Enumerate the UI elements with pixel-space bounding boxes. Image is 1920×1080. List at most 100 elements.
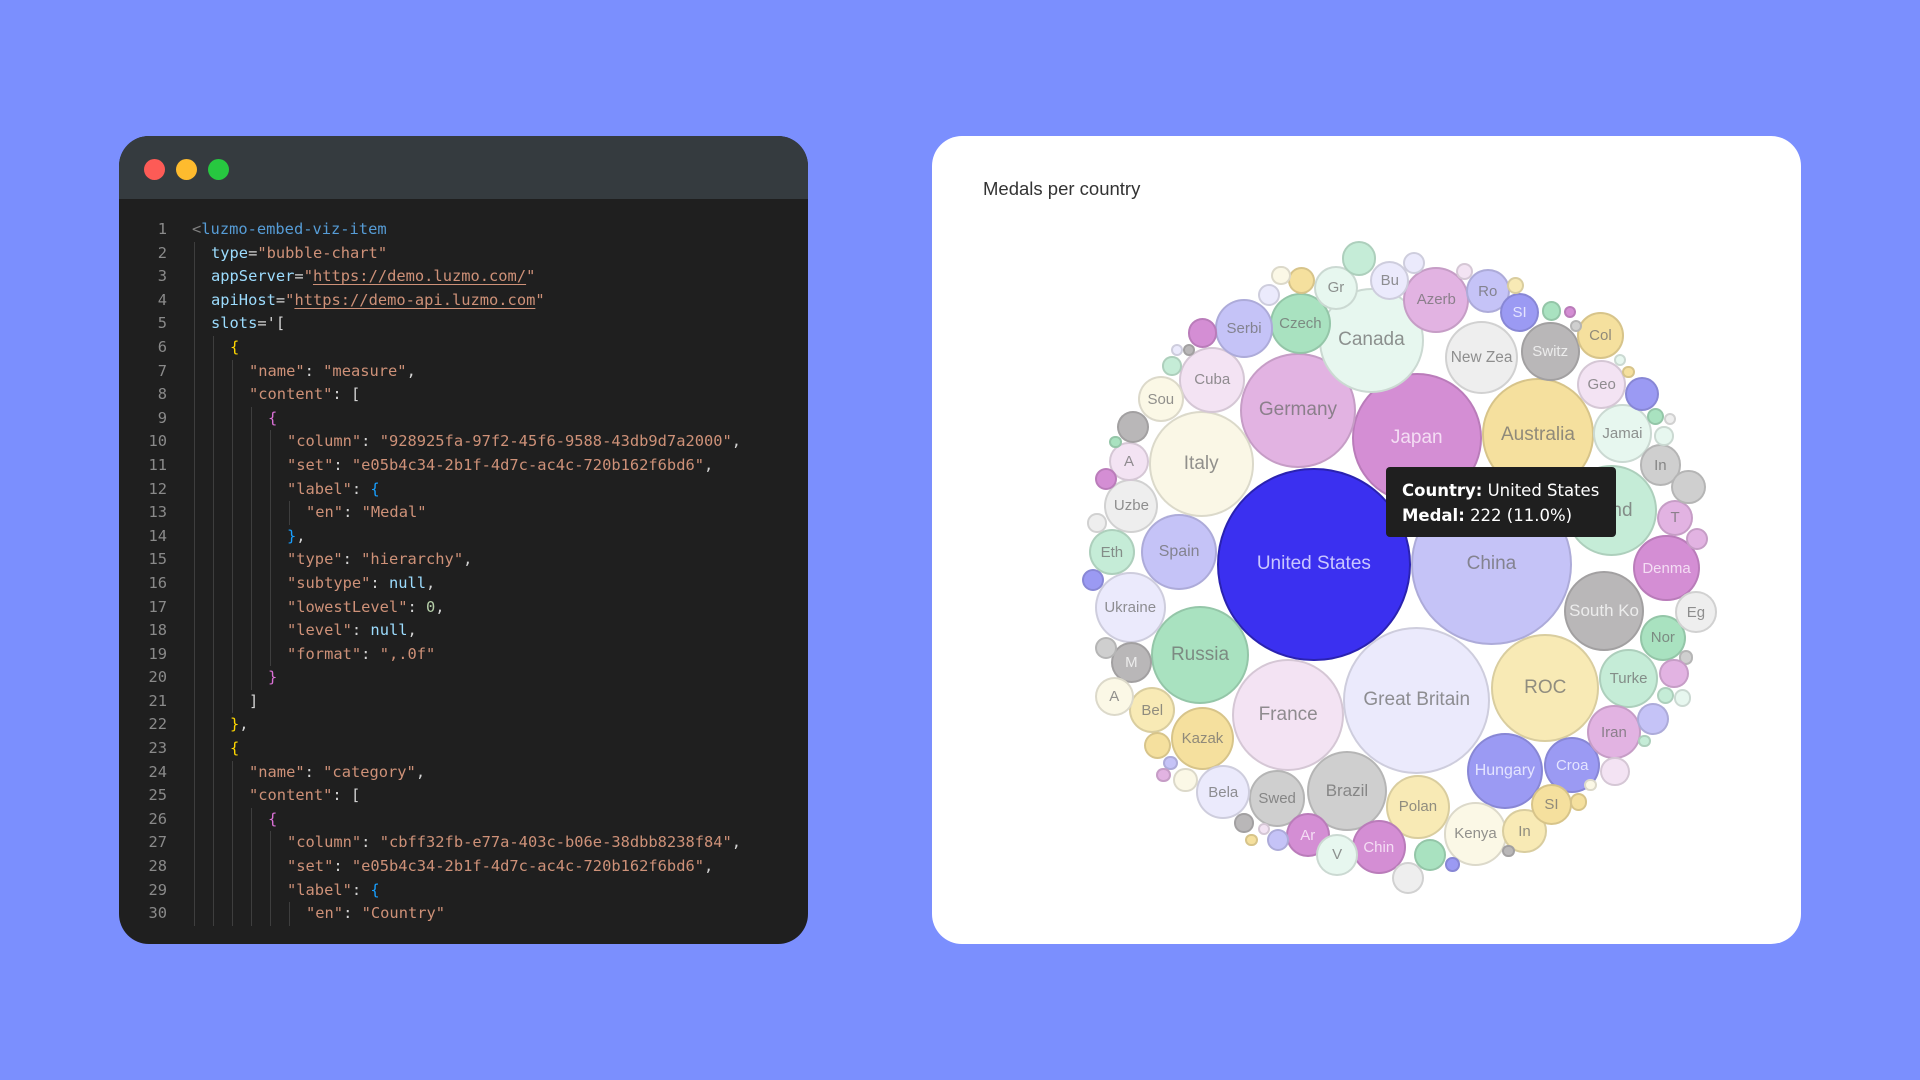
bubble-small[interactable] <box>1342 241 1377 276</box>
bubble-small[interactable] <box>1584 778 1597 791</box>
bubble-t[interactable]: T <box>1656 499 1694 537</box>
bubble-brazil[interactable]: Brazil <box>1306 750 1388 832</box>
indent-guide <box>213 501 214 525</box>
line-number: 5 <box>157 314 167 333</box>
bubble-small[interactable] <box>1116 411 1149 444</box>
bubble-iran[interactable]: Iran <box>1586 705 1641 760</box>
bubble-geo[interactable]: Geo <box>1577 360 1627 409</box>
bubble-italy[interactable]: Italy <box>1148 411 1254 517</box>
bubble-label: South Ko <box>1569 601 1639 621</box>
bubble-small[interactable] <box>1094 467 1117 490</box>
bubble-small[interactable] <box>1173 767 1198 793</box>
bubble-small[interactable] <box>1646 407 1665 425</box>
bubble-small[interactable] <box>1143 732 1171 760</box>
bubble-bela[interactable]: Bela <box>1196 765 1251 820</box>
bubble-france[interactable]: France <box>1231 658 1345 772</box>
bubble-small[interactable] <box>1414 838 1447 871</box>
bubble-uzbe[interactable]: Uzbe <box>1104 478 1159 533</box>
bubble-small[interactable] <box>1541 301 1562 321</box>
bubble-small[interactable] <box>1656 686 1674 705</box>
bubble-small[interactable] <box>1155 767 1171 783</box>
bubble-spain[interactable]: Spain <box>1141 514 1218 591</box>
bubble-great-britain[interactable]: Great Britain <box>1343 626 1491 774</box>
bubble-m[interactable]: M <box>1110 641 1153 684</box>
bubble-small[interactable] <box>1288 266 1316 294</box>
bubble-ukraine[interactable]: Ukraine <box>1094 571 1166 643</box>
bubble-small[interactable] <box>1622 366 1635 379</box>
bubble-small[interactable] <box>1563 306 1576 319</box>
bubble-switz[interactable]: Switz <box>1520 322 1580 381</box>
bubble-serbi[interactable]: Serbi <box>1214 298 1274 358</box>
bubble-small[interactable] <box>1392 862 1425 894</box>
bubble-bel[interactable]: Bel <box>1128 686 1176 734</box>
bubble-small[interactable] <box>1600 756 1630 787</box>
bubble-small[interactable] <box>1187 318 1218 348</box>
bubble-small[interactable] <box>1502 844 1515 858</box>
bubble-japan[interactable]: Japan <box>1351 373 1482 504</box>
bubble-united-states[interactable]: United States <box>1217 467 1411 662</box>
bubble-si[interactable]: SI <box>1500 292 1540 332</box>
bubble-south-ko[interactable]: South Ko <box>1563 570 1645 652</box>
bubble-small[interactable] <box>1659 658 1689 689</box>
bubble-roc[interactable]: ROC <box>1491 634 1600 743</box>
indent-guide <box>194 453 195 478</box>
bubble-small[interactable] <box>1613 353 1627 367</box>
bubble-eth[interactable]: Eth <box>1088 528 1136 576</box>
bubble-small[interactable] <box>1271 265 1291 286</box>
bubble-sou[interactable]: Sou <box>1137 375 1185 423</box>
code-line: 25"content": [ <box>119 784 808 808</box>
bubble-small[interactable] <box>1673 689 1692 707</box>
bubble-small[interactable] <box>1082 569 1105 592</box>
bubble-small[interactable] <box>1455 263 1474 281</box>
bubble-small[interactable] <box>1257 822 1270 836</box>
close-window-icon[interactable] <box>144 159 165 180</box>
bubble-turke[interactable]: Turke <box>1599 648 1658 708</box>
bubble-col[interactable]: Col <box>1577 312 1624 359</box>
bubble-small[interactable] <box>1234 813 1254 833</box>
bubble-small[interactable] <box>1403 252 1426 275</box>
bubble-new-zea[interactable]: New Zea <box>1444 320 1519 395</box>
bubble-small[interactable] <box>1245 833 1258 847</box>
indent-guide <box>251 831 252 856</box>
bubble-small[interactable] <box>1671 470 1706 505</box>
indent-guide <box>289 902 290 926</box>
bubble-small[interactable] <box>1094 636 1117 659</box>
bubble-small[interactable] <box>1638 734 1651 747</box>
bubble-eg[interactable]: Eg <box>1675 591 1717 634</box>
bubble-v[interactable]: V <box>1316 833 1358 876</box>
bubble-a[interactable]: A <box>1094 677 1134 717</box>
bubble-small[interactable] <box>1444 857 1460 872</box>
bubble-small[interactable] <box>1569 319 1583 332</box>
bubble-jamai[interactable]: Jamai <box>1593 404 1652 463</box>
bubble-small[interactable] <box>1569 793 1587 811</box>
bubble-small[interactable] <box>1162 356 1182 376</box>
bubble-nor[interactable]: Nor <box>1639 614 1687 662</box>
maximize-window-icon[interactable] <box>208 159 229 180</box>
bubble-small[interactable] <box>1163 755 1178 771</box>
bubble-hungary[interactable]: Hungary <box>1466 733 1543 810</box>
bubble-russia[interactable]: Russia <box>1151 606 1249 705</box>
bubble-kenya[interactable]: Kenya <box>1443 802 1508 866</box>
bubble-small[interactable] <box>1664 412 1677 425</box>
bubble-small[interactable] <box>1087 513 1107 533</box>
bubble-cuba[interactable]: Cuba <box>1179 346 1246 413</box>
minimize-window-icon[interactable] <box>176 159 197 180</box>
bubble-si[interactable]: SI <box>1530 783 1573 826</box>
bubble-azerb[interactable]: Azerb <box>1403 266 1470 334</box>
bubble-small[interactable] <box>1686 527 1709 550</box>
bubble-small[interactable] <box>1109 435 1122 449</box>
indent-guide <box>270 453 271 478</box>
bubble-small[interactable] <box>1182 344 1196 357</box>
bubble-small[interactable] <box>1257 284 1280 307</box>
code-text: "column": "cbff32fb-e77a-403c-b06e-38dbb… <box>287 833 742 852</box>
bubble-bu[interactable]: Bu <box>1370 260 1410 300</box>
bubble-small[interactable] <box>1637 702 1669 735</box>
bubble-small[interactable] <box>1170 344 1183 357</box>
bubble-small[interactable] <box>1654 426 1674 446</box>
bubble-small[interactable] <box>1507 276 1525 294</box>
bubble-small[interactable] <box>1624 377 1660 412</box>
bubble-small[interactable] <box>1267 828 1290 851</box>
bubble-kazak[interactable]: Kazak <box>1170 706 1235 771</box>
